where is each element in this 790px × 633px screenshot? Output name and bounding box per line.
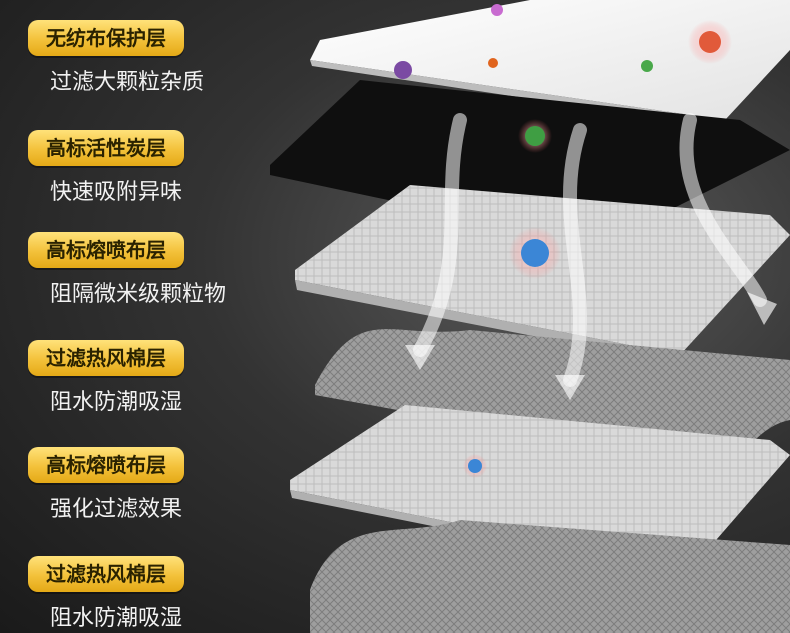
layer-desc: 阻水防潮吸湿 xyxy=(50,390,183,415)
layer-desc: 阻隔微米级颗粒物 xyxy=(50,282,227,307)
layer-labels: 无纺布保护层 过滤大颗粒杂质 高标活性炭层 快速吸附异味 高标熔喷布层 阻隔微米… xyxy=(28,0,268,633)
layer-label-1: 无纺布保护层 过滤大颗粒杂质 xyxy=(28,20,268,96)
layer-title: 无纺布保护层 xyxy=(28,20,184,56)
layer-title: 过滤热风棉层 xyxy=(28,340,184,376)
layer-label-5: 高标熔喷布层 强化过滤效果 xyxy=(28,447,268,523)
layer-nonwoven xyxy=(310,0,790,120)
layer-desc: 快速吸附异味 xyxy=(50,180,183,205)
layer-title: 高标熔喷布层 xyxy=(28,232,184,268)
layer-desc: 强化过滤效果 xyxy=(50,497,183,522)
layer-label-2: 高标活性炭层 快速吸附异味 xyxy=(28,130,268,206)
layer-desc: 阻水防潮吸湿 xyxy=(50,606,183,631)
layer-cotton-2 xyxy=(310,520,790,633)
layer-label-6: 过滤热风棉层 阻水防潮吸湿 xyxy=(28,556,268,632)
layer-desc: 过滤大颗粒杂质 xyxy=(50,70,205,95)
layer-label-4: 过滤热风棉层 阻水防潮吸湿 xyxy=(28,340,268,416)
layer-meltblown-2 xyxy=(290,405,790,570)
germ-icons xyxy=(394,4,732,478)
mask-layers-illustration xyxy=(270,0,790,633)
layer-label-3: 高标熔喷布层 阻隔微米级颗粒物 xyxy=(28,232,268,308)
layer-title: 过滤热风棉层 xyxy=(28,556,184,592)
layer-carbon xyxy=(270,80,790,245)
layer-title: 高标活性炭层 xyxy=(28,130,184,166)
layer-title: 高标熔喷布层 xyxy=(28,447,184,483)
